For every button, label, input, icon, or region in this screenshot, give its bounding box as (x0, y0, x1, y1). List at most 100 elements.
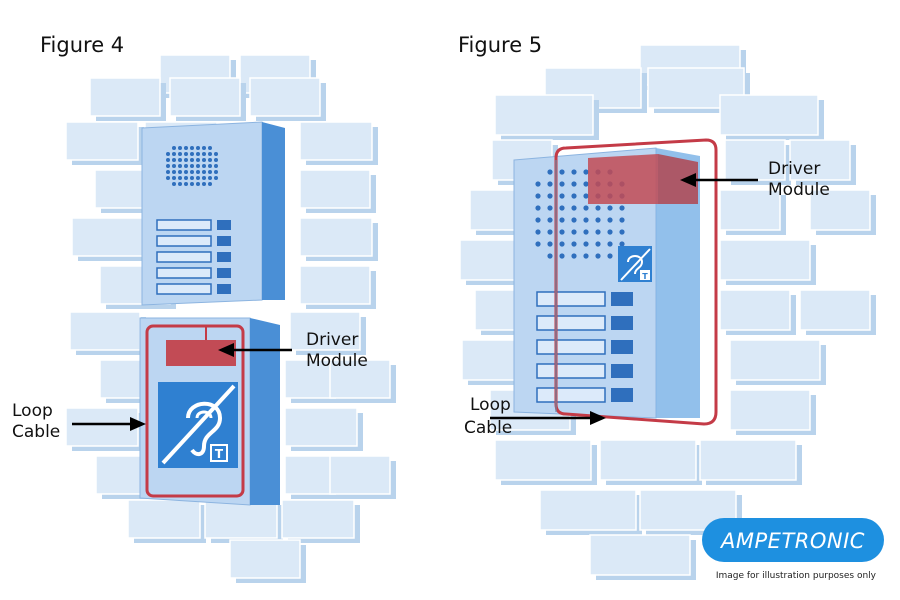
speaker-hole (571, 217, 577, 223)
arrow-icon (590, 411, 606, 425)
speaker-hole (184, 158, 188, 162)
speaker-hole (172, 164, 176, 168)
name-label (156, 235, 212, 247)
brick (589, 534, 691, 576)
name-label (536, 387, 606, 403)
speaker-hole (166, 170, 170, 174)
figure-5-driver-module (588, 154, 658, 204)
speaker-hole (166, 152, 170, 156)
speaker-hole (214, 176, 218, 180)
speaker-hole (214, 152, 218, 156)
speaker-hole (208, 182, 212, 186)
speaker-hole (202, 182, 206, 186)
call-button (217, 284, 231, 294)
speaker-hole (619, 217, 625, 223)
speaker-hole (208, 164, 212, 168)
call-button (217, 236, 231, 246)
figure-4-call-buttons (156, 219, 231, 295)
speaker-hole (571, 181, 577, 187)
brick (539, 489, 637, 531)
brick (204, 499, 278, 539)
figure-5-driver-callout: Driver Module (680, 159, 830, 200)
brick (729, 339, 821, 381)
speaker-hole (196, 146, 200, 150)
brick (719, 289, 791, 331)
speaker-hole (202, 164, 206, 168)
brick (699, 439, 797, 481)
speaker-hole (571, 193, 577, 199)
speaker-hole (535, 181, 541, 187)
speaker-hole (583, 181, 589, 187)
brick (789, 139, 851, 181)
call-button (611, 364, 633, 378)
speaker-hole (202, 152, 206, 156)
figure-5-call-buttons (536, 291, 633, 403)
figure-4-loop-cable (145, 324, 245, 498)
speaker-hole (190, 176, 194, 180)
speaker-hole (595, 253, 601, 259)
speaker-hole (595, 217, 601, 223)
speaker-hole (166, 158, 170, 162)
logo-text: AMPETRONIC (719, 529, 865, 553)
speaker-hole (607, 241, 613, 247)
speaker-hole (196, 182, 200, 186)
speaker-hole (547, 205, 553, 211)
call-button (217, 220, 231, 230)
name-label (536, 363, 606, 379)
brick (719, 189, 781, 231)
speaker-hole (196, 170, 200, 174)
brick (719, 239, 811, 281)
speaker-hole (535, 241, 541, 247)
call-button (611, 316, 633, 330)
speaker-hole (196, 158, 200, 162)
figure-5-telecoil-letter: T (642, 272, 648, 281)
figure-5-title: Figure 5 (458, 33, 542, 57)
figure-4-speaker-grille (166, 146, 218, 186)
speaker-hole (559, 241, 565, 247)
speaker-hole (547, 181, 553, 187)
call-button (611, 292, 633, 306)
brick (127, 499, 201, 539)
speaker-hole (547, 253, 553, 259)
name-label (156, 219, 212, 231)
speaker-hole (202, 146, 206, 150)
speaker-hole (214, 158, 218, 162)
speaker-hole (535, 217, 541, 223)
disclaimer-text: Image for illustration purposes only (716, 571, 877, 581)
speaker-hole (559, 229, 565, 235)
speaker-hole (571, 253, 577, 259)
speaker-hole (190, 182, 194, 186)
speaker-hole (190, 158, 194, 162)
name-label (156, 283, 212, 295)
speaker-hole (595, 241, 601, 247)
speaker-hole (172, 158, 176, 162)
brick (799, 289, 871, 331)
speaker-hole (559, 169, 565, 175)
speaker-hole (178, 176, 182, 180)
speaker-hole (583, 241, 589, 247)
speaker-hole (619, 229, 625, 235)
speaker-hole (547, 241, 553, 247)
figure-4-loop-label-line1: Loop (12, 401, 53, 421)
speaker-hole (607, 217, 613, 223)
speaker-hole (172, 170, 176, 174)
name-label (536, 291, 606, 307)
speaker-hole (595, 229, 601, 235)
speaker-hole (559, 217, 565, 223)
speaker-hole (571, 205, 577, 211)
hearing-loop-icon: T (158, 382, 238, 468)
speaker-hole (547, 229, 553, 235)
speaker-hole (571, 229, 577, 235)
speaker-hole (547, 169, 553, 175)
brick (809, 189, 871, 231)
call-button (611, 388, 633, 402)
figure-4-loop-enclosure: T (139, 317, 280, 506)
brick (724, 139, 786, 181)
speaker-hole (184, 170, 188, 174)
speaker-hole (190, 146, 194, 150)
speaker-hole (571, 241, 577, 247)
speaker-hole (607, 205, 613, 211)
figure-4-telecoil-letter: T (215, 447, 224, 461)
speaker-hole (214, 170, 218, 174)
